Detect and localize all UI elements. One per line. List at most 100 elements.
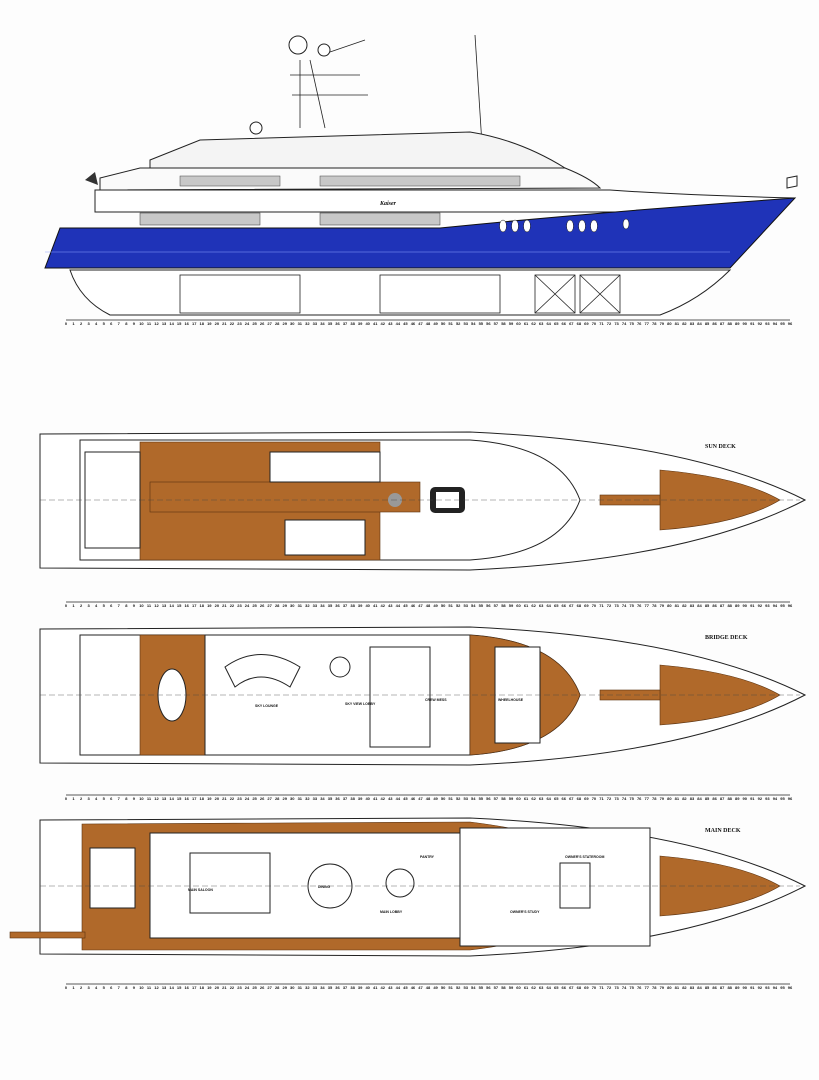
ruler-tick-label: 93	[765, 603, 770, 608]
ruler-tick-label: 60	[516, 985, 521, 990]
ruler-tick-label: 22	[230, 321, 235, 326]
ruler-tick-label: 87	[720, 321, 725, 326]
portholes	[499, 218, 630, 233]
ruler-tick-label: 95	[780, 796, 785, 801]
ruler-tick-label: 20	[215, 796, 220, 801]
ruler-tick-label: 54	[471, 985, 476, 990]
ruler-tick-label: 90	[743, 985, 748, 990]
ruler-tick-label: 45	[403, 321, 408, 326]
ruler-tick-label: 25	[252, 603, 257, 608]
room-label: DINING	[318, 885, 331, 889]
ruler-tick-label: 50	[441, 321, 446, 326]
ruler-tick-label: 8	[125, 321, 128, 326]
ruler-tick-label: 53	[463, 321, 468, 326]
ruler-tick-label: 79	[660, 985, 665, 990]
ruler-tick-label: 32	[305, 603, 310, 608]
ruler-tick-label: 16	[184, 321, 189, 326]
ruler-tick-label: 61	[524, 985, 529, 990]
room-label: MAIN SALOON	[188, 888, 213, 892]
ruler-tick-label: 27	[267, 796, 272, 801]
ruler-tick-label: 32	[305, 985, 310, 990]
ruler-tick-label: 52	[456, 985, 461, 990]
ruler-tick-label: 88	[727, 603, 732, 608]
ruler-tick-label: 44	[396, 985, 401, 990]
ruler-tick-label: 74	[622, 796, 627, 801]
ruler-tick-label: 66	[562, 603, 567, 608]
ruler-tick-label: 16	[184, 796, 189, 801]
ruler-tick-label: 66	[562, 985, 567, 990]
ruler-tick-label: 81	[675, 985, 680, 990]
ruler-tick-label: 42	[381, 321, 386, 326]
ruler-tick-label: 72	[607, 603, 612, 608]
main-deck-plan: MAIN SALOON DINING OWNER'S STUDY OWNER'S…	[9, 817, 807, 990]
ruler-tick-label: 18	[200, 603, 205, 608]
ruler-tick-label: 88	[727, 985, 732, 990]
ruler-tick-label: 61	[524, 603, 529, 608]
ruler-tick-label: 43	[388, 321, 393, 326]
ruler-tick-label: 76	[637, 321, 642, 326]
ruler-tick-label: 30	[290, 796, 295, 801]
ruler-tick-label: 95	[780, 321, 785, 326]
ruler-tick-label: 38	[350, 985, 355, 990]
ruler-tick-label: 79	[660, 321, 665, 326]
ruler-tick-label: 68	[577, 321, 582, 326]
ruler-tick-label: 83	[690, 985, 695, 990]
ruler-tick-label: 10	[139, 985, 144, 990]
ruler-tick-label: 60	[516, 603, 521, 608]
ruler-tick-label: 18	[200, 985, 205, 990]
ruler-tick-label: 74	[622, 603, 627, 608]
room-label: SKY VIEW LOBBY	[345, 702, 376, 706]
ruler-tick-label: 67	[569, 603, 574, 608]
room-label: CREW MESS	[425, 698, 447, 702]
ruler-tick-label: 93	[765, 985, 770, 990]
ruler-tick-label: 55	[479, 796, 484, 801]
ruler-tick-label: 0	[65, 985, 68, 990]
ruler-tick-label: 24	[245, 321, 250, 326]
ruler-tick-label: 91	[750, 985, 755, 990]
ruler-tick-label: 90	[743, 796, 748, 801]
ruler-tick-label: 66	[562, 321, 567, 326]
ruler-tick-label: 30	[290, 603, 295, 608]
ruler-tick-label: 1	[72, 603, 75, 608]
ruler-tick-label: 14	[169, 603, 174, 608]
ruler-tick-label: 34	[320, 603, 325, 608]
ruler-tick-label: 68	[577, 603, 582, 608]
ruler-tick-label: 23	[237, 796, 242, 801]
ruler-tick-label: 55	[479, 985, 484, 990]
ruler-tick-label: 57	[494, 603, 499, 608]
ruler-tick-label: 62	[531, 603, 536, 608]
ruler-tick-label: 4	[95, 796, 98, 801]
ruler-tick-label: 84	[697, 796, 702, 801]
ruler-tick-label: 32	[305, 321, 310, 326]
ruler-tick-label: 63	[539, 796, 544, 801]
ruler-tick-label: 43	[388, 985, 393, 990]
ruler-tick-label: 12	[154, 796, 159, 801]
ruler-tick-label: 71	[599, 603, 604, 608]
ruler-tick-label: 56	[486, 321, 491, 326]
ruler-tick-label: 59	[509, 985, 514, 990]
ruler-tick-label: 3	[88, 985, 91, 990]
ruler-tick-label: 83	[690, 796, 695, 801]
room-label: SKY LOUNGE	[255, 704, 279, 708]
ruler-tick-label: 22	[230, 796, 235, 801]
ruler-tick-label: 61	[524, 321, 529, 326]
ruler-tick-label: 53	[463, 796, 468, 801]
ruler-tick-label: 22	[230, 603, 235, 608]
ruler-tick-label: 8	[125, 603, 128, 608]
ruler-tick-label: 18	[200, 796, 205, 801]
ruler-tick-label: 29	[282, 985, 287, 990]
ruler-tick-label: 24	[245, 985, 250, 990]
ruler-tick-label: 82	[682, 603, 687, 608]
hull-topsides	[44, 197, 797, 269]
ruler-tick-label: 58	[501, 603, 506, 608]
ruler-tick-label: 52	[456, 796, 461, 801]
ruler-tick-label: 77	[644, 985, 649, 990]
ruler-tick-label: 80	[667, 796, 672, 801]
ruler-tick-label: 96	[788, 321, 793, 326]
ruler-tick-label: 5	[103, 321, 106, 326]
ruler-tick-label: 91	[750, 321, 755, 326]
ruler-tick-label: 48	[426, 985, 431, 990]
ruler-tick-label: 15	[177, 985, 182, 990]
ruler-tick-label: 56	[486, 603, 491, 608]
